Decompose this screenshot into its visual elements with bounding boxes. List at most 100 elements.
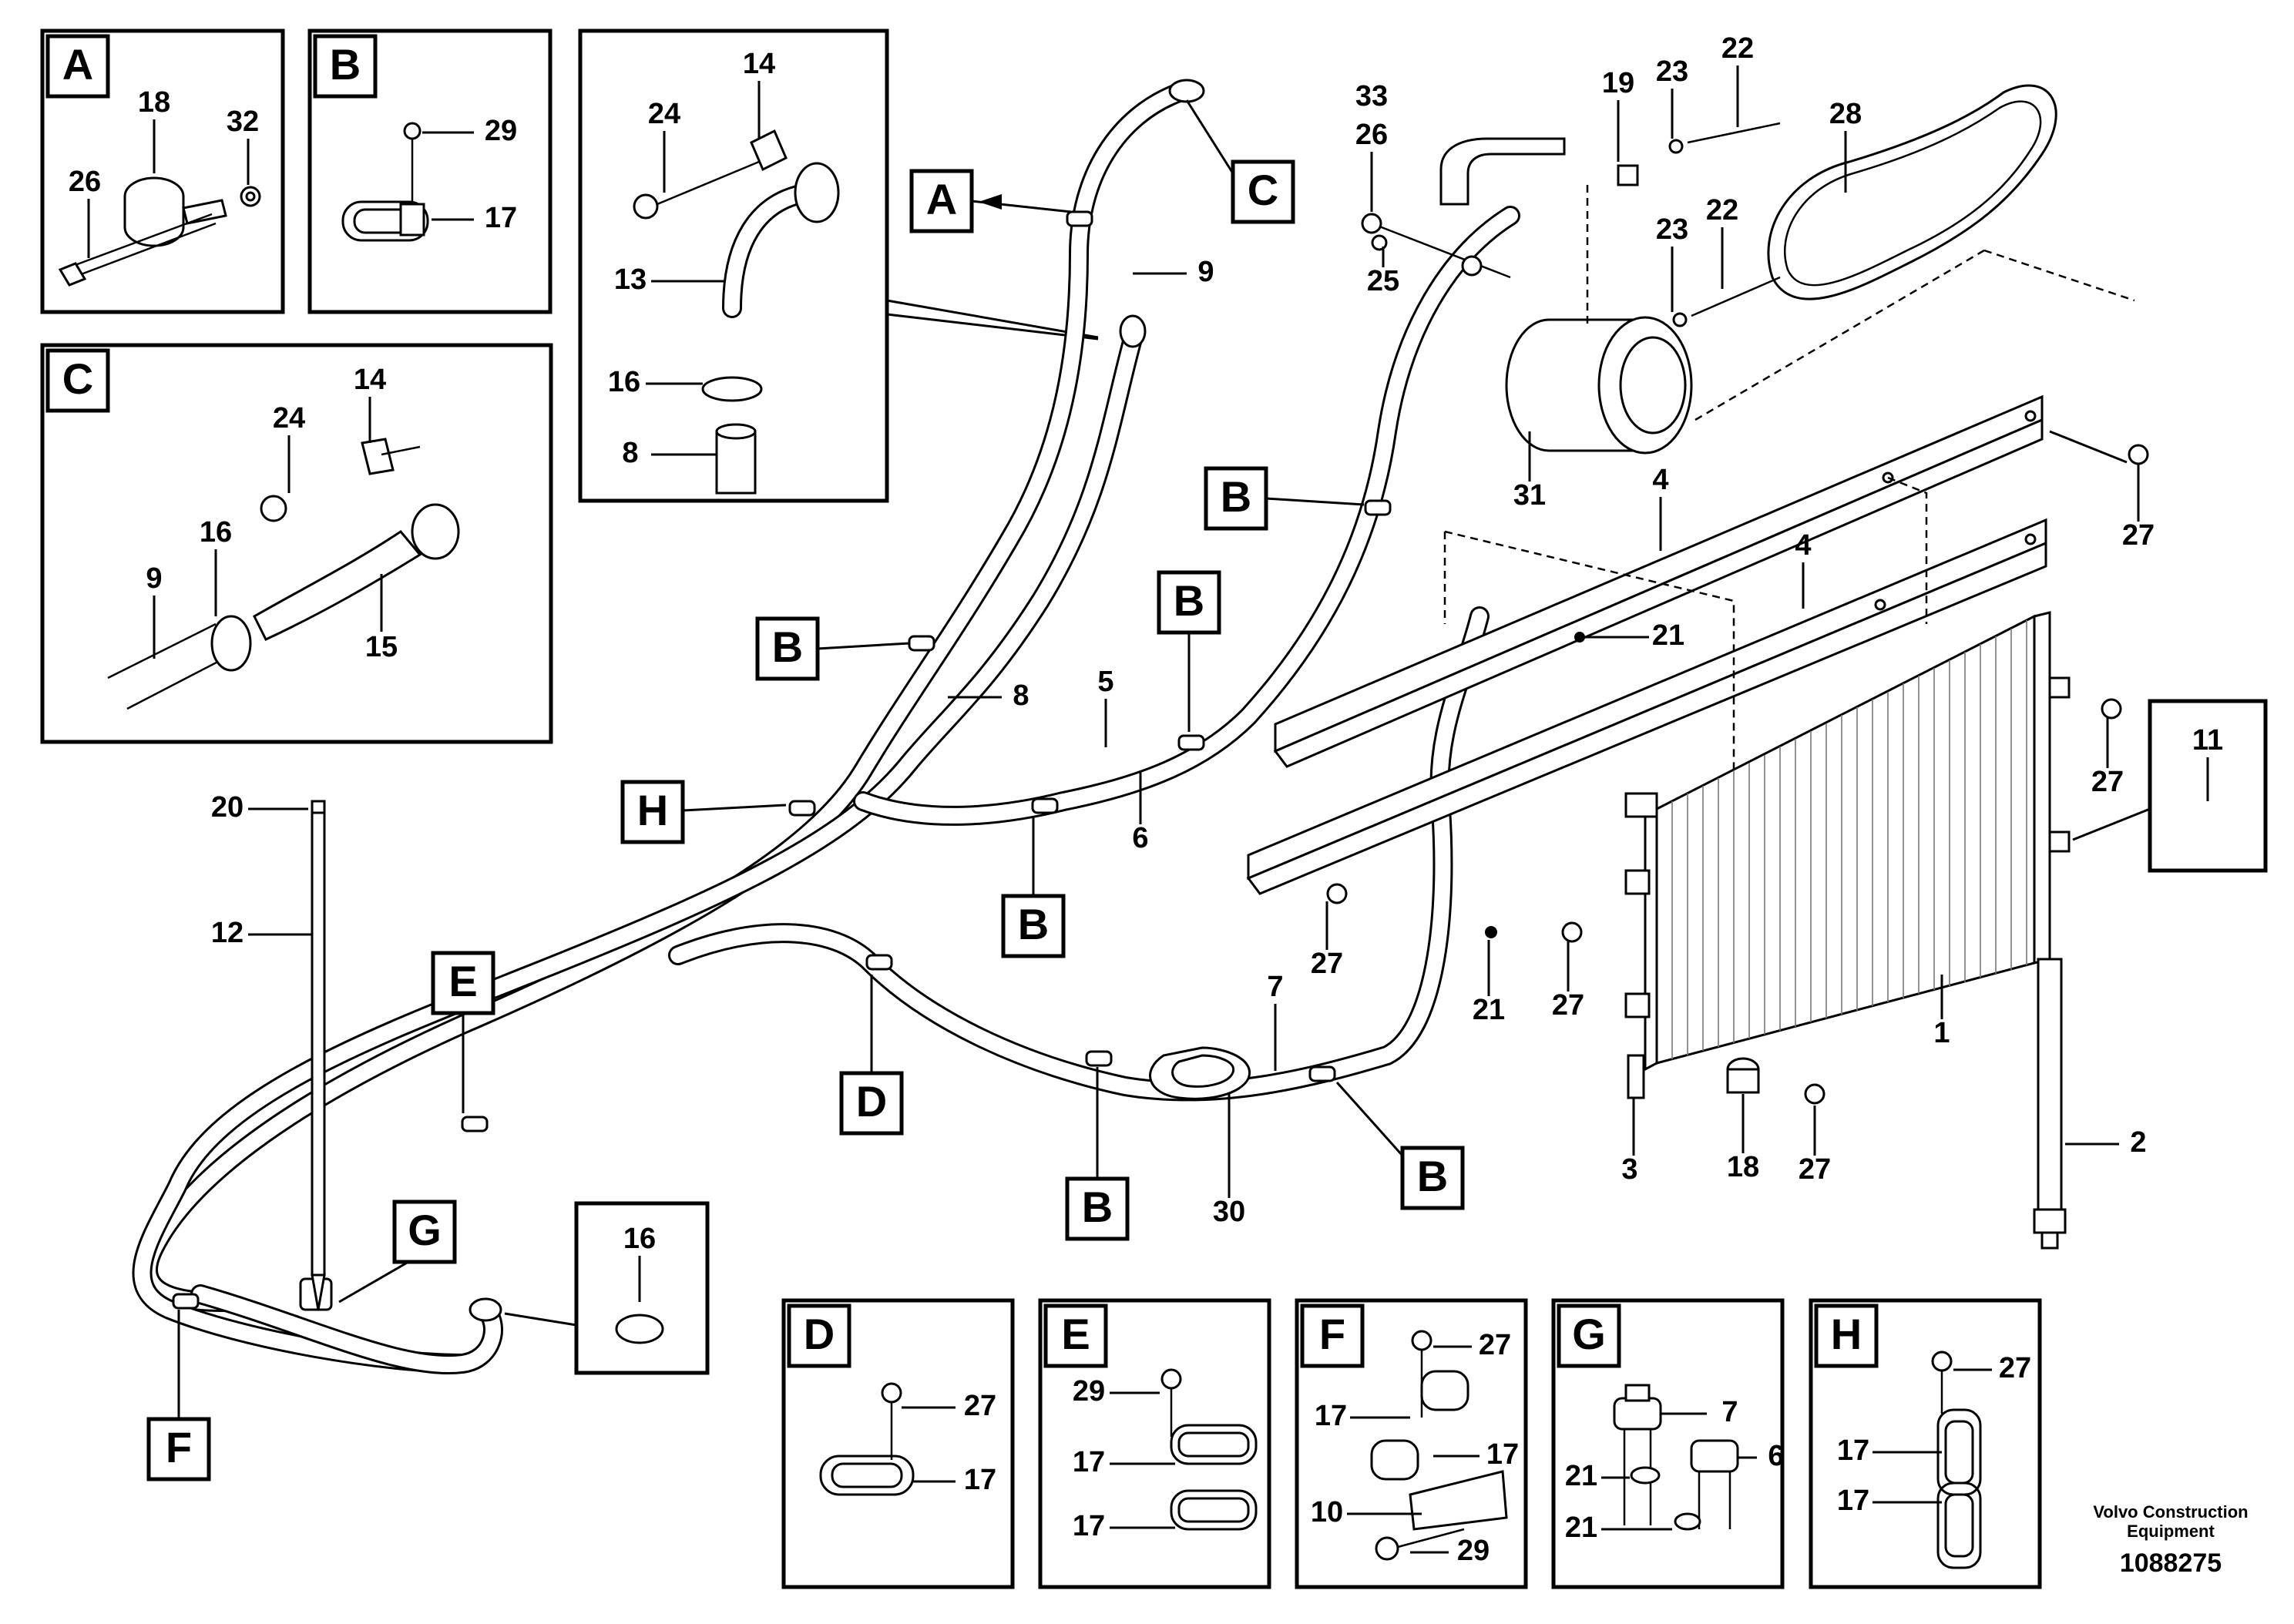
callout-22-top: 22: [1721, 32, 1754, 65]
callout-26: 26: [1355, 119, 1388, 151]
callout-9-c: 9: [146, 562, 162, 595]
tag-b-main-4: B: [1018, 900, 1049, 948]
callout-2: 2: [2130, 1126, 2146, 1159]
tag-b-label: B: [330, 40, 361, 89]
detail-box-d: D 27 17: [781, 1298, 1015, 1589]
callout-21-mid: 21: [1473, 994, 1505, 1026]
tag-g-main: G: [408, 1206, 442, 1254]
callout-tags: A C B B B H B E D B: [146, 99, 2268, 1481]
tag-h-label: H: [1831, 1310, 1862, 1358]
callout-21-g2: 21: [1565, 1512, 1597, 1544]
tag-c-label: C: [62, 354, 93, 403]
tag-b-main-2: B: [1174, 576, 1204, 625]
detail-box-a: A 18 32 26: [40, 29, 285, 314]
callout-32: 32: [227, 106, 259, 138]
tag-a-label: A: [62, 40, 93, 89]
callout-30: 30: [1213, 1196, 1245, 1228]
callout-4-top: 4: [1652, 464, 1668, 496]
callout-19: 19: [1602, 67, 1634, 99]
tag-b-main-1: B: [1221, 472, 1251, 521]
callout-21-top: 21: [1652, 619, 1684, 652]
detail-box-b: B 29 17: [307, 29, 553, 314]
tag-f-main: F: [166, 1423, 192, 1471]
callout-11: 11: [2192, 724, 2223, 757]
callout-24-inset: 24: [648, 98, 680, 130]
callout-25: 25: [1367, 265, 1399, 297]
callout-29-f: 29: [1457, 1535, 1490, 1567]
callout-27-bottom: 27: [1799, 1153, 1831, 1186]
tag-b-main-5: B: [1082, 1183, 1113, 1231]
callout-22-mid: 22: [1706, 194, 1738, 226]
doc-number: 1088275: [2120, 1549, 2222, 1578]
callout-29-b: 29: [485, 115, 517, 147]
callout-23-mid: 23: [1656, 213, 1688, 246]
detail-box-hose-end: 14 24 13 16 8: [578, 29, 1099, 503]
callout-6-g: 6: [1768, 1440, 1784, 1472]
tag-b-main-6: B: [1417, 1152, 1448, 1200]
callout-16-c: 16: [200, 516, 232, 549]
main-callouts: 9 8 5 6 7 30 33 26 25 19 23 22 28 23 22 …: [948, 32, 2155, 1228]
tag-c-main: C: [1248, 166, 1278, 214]
callout-27-left: 27: [1311, 948, 1343, 980]
callout-26: 26: [69, 166, 101, 198]
callout-29-e: 29: [1073, 1375, 1105, 1408]
tag-d-label: D: [804, 1310, 835, 1358]
callout-16-inset: 16: [608, 366, 640, 398]
callout-5: 5: [1097, 666, 1113, 698]
callout-24-c: 24: [273, 402, 305, 435]
callout-27-d: 27: [964, 1390, 996, 1422]
detail-box-g: G 7 6 21 21: [1551, 1298, 1785, 1589]
callout-15-c: 15: [365, 631, 398, 663]
tag-b-main-3: B: [772, 622, 803, 671]
callout-14-inset: 14: [743, 48, 775, 80]
rod-12: 20 12: [211, 791, 326, 1310]
tag-f-label: F: [1319, 1310, 1345, 1358]
callout-27-topright: 27: [2122, 519, 2155, 552]
footer-company-line1: Volvo Construction: [2093, 1502, 2248, 1522]
callout-14-c: 14: [354, 364, 386, 396]
condenser-fins: [1671, 620, 2027, 1059]
callout-8: 8: [1013, 679, 1029, 712]
callout-17-e2: 17: [1073, 1510, 1105, 1542]
callout-27-f: 27: [1479, 1329, 1511, 1361]
tag-g-label: G: [1572, 1310, 1606, 1358]
tag-h-main: H: [637, 786, 668, 834]
detail-box-e: E 29 17 17: [1038, 1298, 1271, 1589]
footer: Volvo Construction Equipment 1088275: [2093, 1502, 2248, 1578]
callout-18: 18: [1727, 1151, 1759, 1183]
callout-1: 1: [1933, 1017, 1950, 1049]
callout-8-inset: 8: [622, 437, 638, 469]
callout-3: 3: [1621, 1153, 1637, 1186]
callout-23-top: 23: [1656, 55, 1688, 88]
brackets: [1246, 394, 2047, 895]
callout-31: 31: [1513, 479, 1546, 512]
callout-17-b: 17: [485, 202, 517, 234]
compressor: [1361, 84, 2135, 455]
callout-7: 7: [1267, 971, 1283, 1003]
callout-4-mid: 4: [1795, 529, 1811, 562]
callout-9: 9: [1197, 256, 1214, 288]
callout-10: 10: [1311, 1496, 1343, 1528]
callout-12: 12: [211, 917, 244, 949]
callout-17-h2: 17: [1837, 1485, 1869, 1517]
tag-e-main: E: [448, 957, 477, 1005]
hose-clamps: [172, 210, 1392, 1311]
callout-27-mid: 27: [1552, 989, 1584, 1022]
callout-17-h1: 17: [1837, 1434, 1869, 1467]
tag-a-main: A: [926, 175, 957, 223]
condenser: [1624, 611, 2232, 1250]
tag-d-main: D: [856, 1077, 887, 1126]
hose-assembly: [132, 79, 1520, 1375]
callout-27-right: 27: [2091, 766, 2124, 798]
detail-box-c: C 24 14 16 9 15: [40, 343, 553, 744]
callout-18: 18: [138, 86, 170, 119]
callout-17-f1: 17: [1315, 1400, 1347, 1432]
callout-13-inset: 13: [614, 263, 647, 296]
callout-6: 6: [1132, 822, 1148, 854]
callout-17-e1: 17: [1073, 1446, 1105, 1478]
callout-28: 28: [1829, 98, 1862, 130]
callout-33: 33: [1355, 80, 1388, 112]
detail-box-f: F 27 17 17 10 29: [1295, 1298, 1528, 1589]
callout-17-d: 17: [964, 1464, 996, 1496]
